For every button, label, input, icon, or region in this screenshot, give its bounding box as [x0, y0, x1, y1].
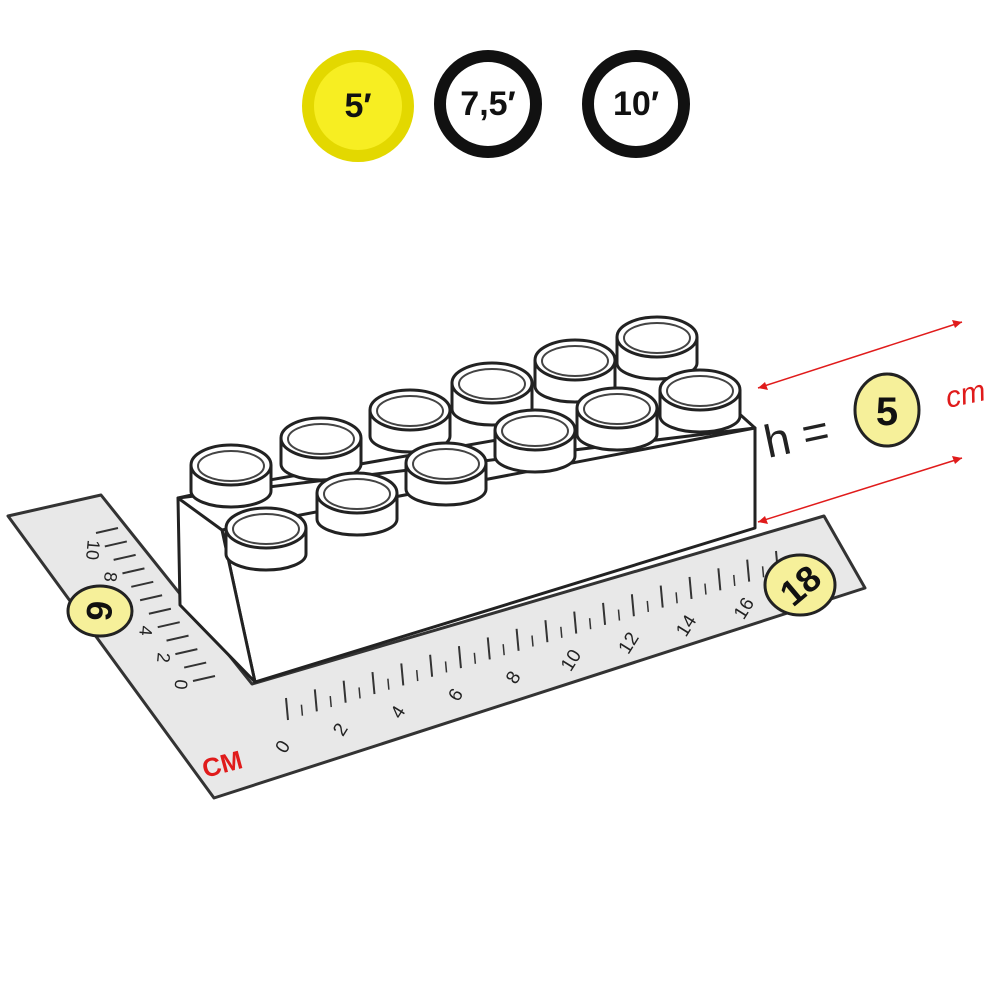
brick-stud [368, 388, 452, 454]
size-option-label: 7,5′ [460, 84, 516, 123]
brick-stud [224, 506, 308, 572]
ruler-minor-tick [502, 644, 505, 656]
height-unit: cm [943, 374, 989, 415]
brick-side-face [176, 496, 257, 684]
ruler-minor-tick [761, 566, 765, 578]
ruler-minor-tick [300, 704, 304, 716]
ruler-tick [429, 654, 434, 677]
ruler-tick [659, 585, 664, 608]
ruler-body [6, 493, 867, 800]
ruler-tick [573, 611, 578, 634]
ruler-tick [122, 567, 145, 575]
ruler-minor-tick [358, 687, 361, 699]
brick-stud [493, 408, 577, 474]
ruler-tick [166, 634, 189, 642]
ruler-length-badge: 18 [763, 553, 837, 617]
height-label: h = [759, 403, 834, 467]
brick-stud [189, 443, 273, 509]
ruler-tick [183, 661, 207, 669]
ruler-minor-tick [473, 652, 477, 664]
ruler-minor-tick [444, 661, 448, 673]
ruler-tick [688, 576, 693, 600]
ruler-tick-label: 4 [135, 625, 156, 637]
ruler-tick [131, 580, 154, 588]
ruler-short-ticks: 0 2 4 8 10 [82, 527, 216, 691]
ruler-tick-label: 2 [153, 652, 174, 664]
ruler-tick [400, 663, 405, 686]
ruler-tick-label: 10 [82, 539, 104, 561]
ruler-tick [630, 594, 635, 617]
height-value: 5 [876, 390, 898, 434]
brick-stud [279, 416, 363, 482]
ruler-width-badge: 6 [66, 584, 134, 638]
brick-stud [658, 368, 742, 434]
ruler-tick [139, 594, 163, 602]
ruler-tick [148, 607, 172, 615]
ruler-minor-tick [704, 583, 707, 595]
ruler-minor-tick [617, 609, 621, 621]
ruler-tick [486, 637, 491, 660]
ruler-tick [515, 628, 520, 651]
ruler-minor-tick [588, 618, 592, 630]
size-option-label: 10′ [613, 84, 659, 123]
brick-stud [575, 386, 659, 452]
ruler-tick [104, 540, 128, 548]
ruler-minor-tick [733, 574, 736, 587]
ruler-tick [285, 697, 289, 721]
ruler-width-value: 6 [78, 599, 121, 623]
ruler-tick [746, 559, 751, 582]
brick-stud [615, 315, 699, 381]
ruler-tick [157, 621, 180, 629]
brick-studs [189, 315, 742, 572]
ruler-tick [342, 680, 347, 703]
ruler-tick-label: 8 [100, 571, 121, 583]
ruler-minor-tick [415, 670, 419, 682]
ruler-minor-tick [675, 592, 678, 604]
ruler-tick [175, 648, 198, 656]
ruler-tick [717, 568, 722, 591]
ruler-minor-tick [329, 695, 332, 708]
ruler-tick [457, 646, 462, 669]
ruler-tick [602, 602, 607, 625]
brick-stud [315, 471, 399, 537]
ruler-minor-tick [560, 626, 563, 638]
size-option-label: 5′ [344, 86, 372, 125]
ruler-tick [371, 671, 376, 695]
brick-stud [404, 441, 488, 507]
ruler-tick [95, 527, 119, 534]
ruler-tick [113, 553, 136, 561]
ruler-tick [313, 689, 318, 712]
ruler-minor-tick [646, 600, 650, 612]
height-dimension: h = 5 cm [757, 320, 989, 524]
ruler-minor-tick [387, 678, 390, 690]
ruler-tick [192, 675, 216, 682]
ruler-minor-tick [531, 635, 534, 647]
ruler-tick [544, 620, 549, 643]
ruler-tick-label: 0 [171, 679, 192, 691]
height-value-badge [853, 372, 921, 448]
